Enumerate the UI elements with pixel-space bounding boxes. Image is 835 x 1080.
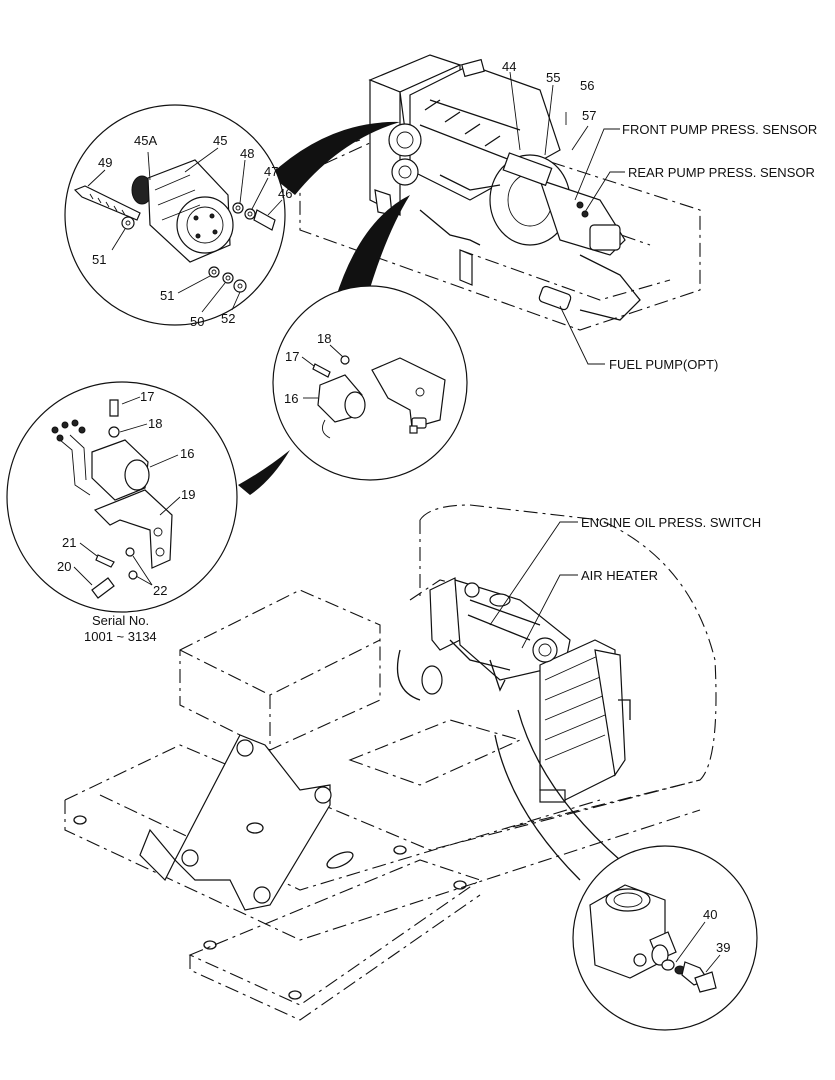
callout-19: 19 [181, 487, 195, 502]
callout-21: 21 [62, 535, 76, 550]
lower-engine-assembly [396, 577, 631, 881]
callout-16-upper: 16 [284, 391, 298, 406]
detail-arc-relay-top [335, 195, 410, 305]
callout-numbers: 44 55 56 57 45A 45 49 48 47 46 51 51 50 … [57, 59, 730, 955]
label-engine-oil-press-switch: ENGINE OIL PRESS. SWITCH [581, 515, 761, 530]
label-air-heater: AIR HEATER [581, 568, 658, 583]
alternator-detail [64, 104, 286, 326]
label-rear-pump-press-sensor: REAR PUMP PRESS. SENSOR [628, 165, 815, 180]
callout-44: 44 [502, 59, 516, 74]
callout-51-lower: 51 [160, 288, 174, 303]
label-serial-range: 1001 ~ 3134 [84, 629, 157, 644]
top-engine-assembly [299, 54, 701, 365]
callout-17-upper: 17 [285, 349, 299, 364]
callout-18-upper: 18 [317, 331, 331, 346]
component-labels: FRONT PUMP PRESS. SENSOR REAR PUMP PRESS… [84, 122, 817, 644]
label-front-pump-press-sensor: FRONT PUMP PRESS. SENSOR [622, 122, 817, 137]
relay-detail-serial [6, 381, 238, 613]
callout-46: 46 [278, 186, 292, 201]
callout-50: 50 [190, 314, 204, 329]
oil-switch-detail [572, 845, 758, 1031]
detail-arc-relay-bottom [238, 450, 290, 495]
label-fuel-pump: FUEL PUMP(OPT) [609, 357, 718, 372]
callout-20: 20 [57, 559, 71, 574]
callout-48: 48 [240, 146, 254, 161]
callout-56: 56 [580, 78, 594, 93]
callout-45: 45 [213, 133, 227, 148]
callout-47: 47 [264, 164, 278, 179]
callout-22: 22 [153, 583, 167, 598]
callout-55: 55 [546, 70, 560, 85]
relay-detail-upper [272, 285, 468, 481]
callout-18-lower: 18 [148, 416, 162, 431]
callout-45a: 45A [134, 133, 157, 148]
label-serial-number: Serial No. [92, 613, 149, 628]
callout-40: 40 [703, 907, 717, 922]
callout-51-upper: 51 [92, 252, 106, 267]
lower-machine-frame [64, 504, 717, 1021]
detail-arc-alternator [270, 121, 400, 195]
callout-52: 52 [221, 311, 235, 326]
callout-17-lower: 17 [140, 389, 154, 404]
callout-49: 49 [98, 155, 112, 170]
callout-39: 39 [716, 940, 730, 955]
callout-57: 57 [582, 108, 596, 123]
callout-16-lower: 16 [180, 446, 194, 461]
